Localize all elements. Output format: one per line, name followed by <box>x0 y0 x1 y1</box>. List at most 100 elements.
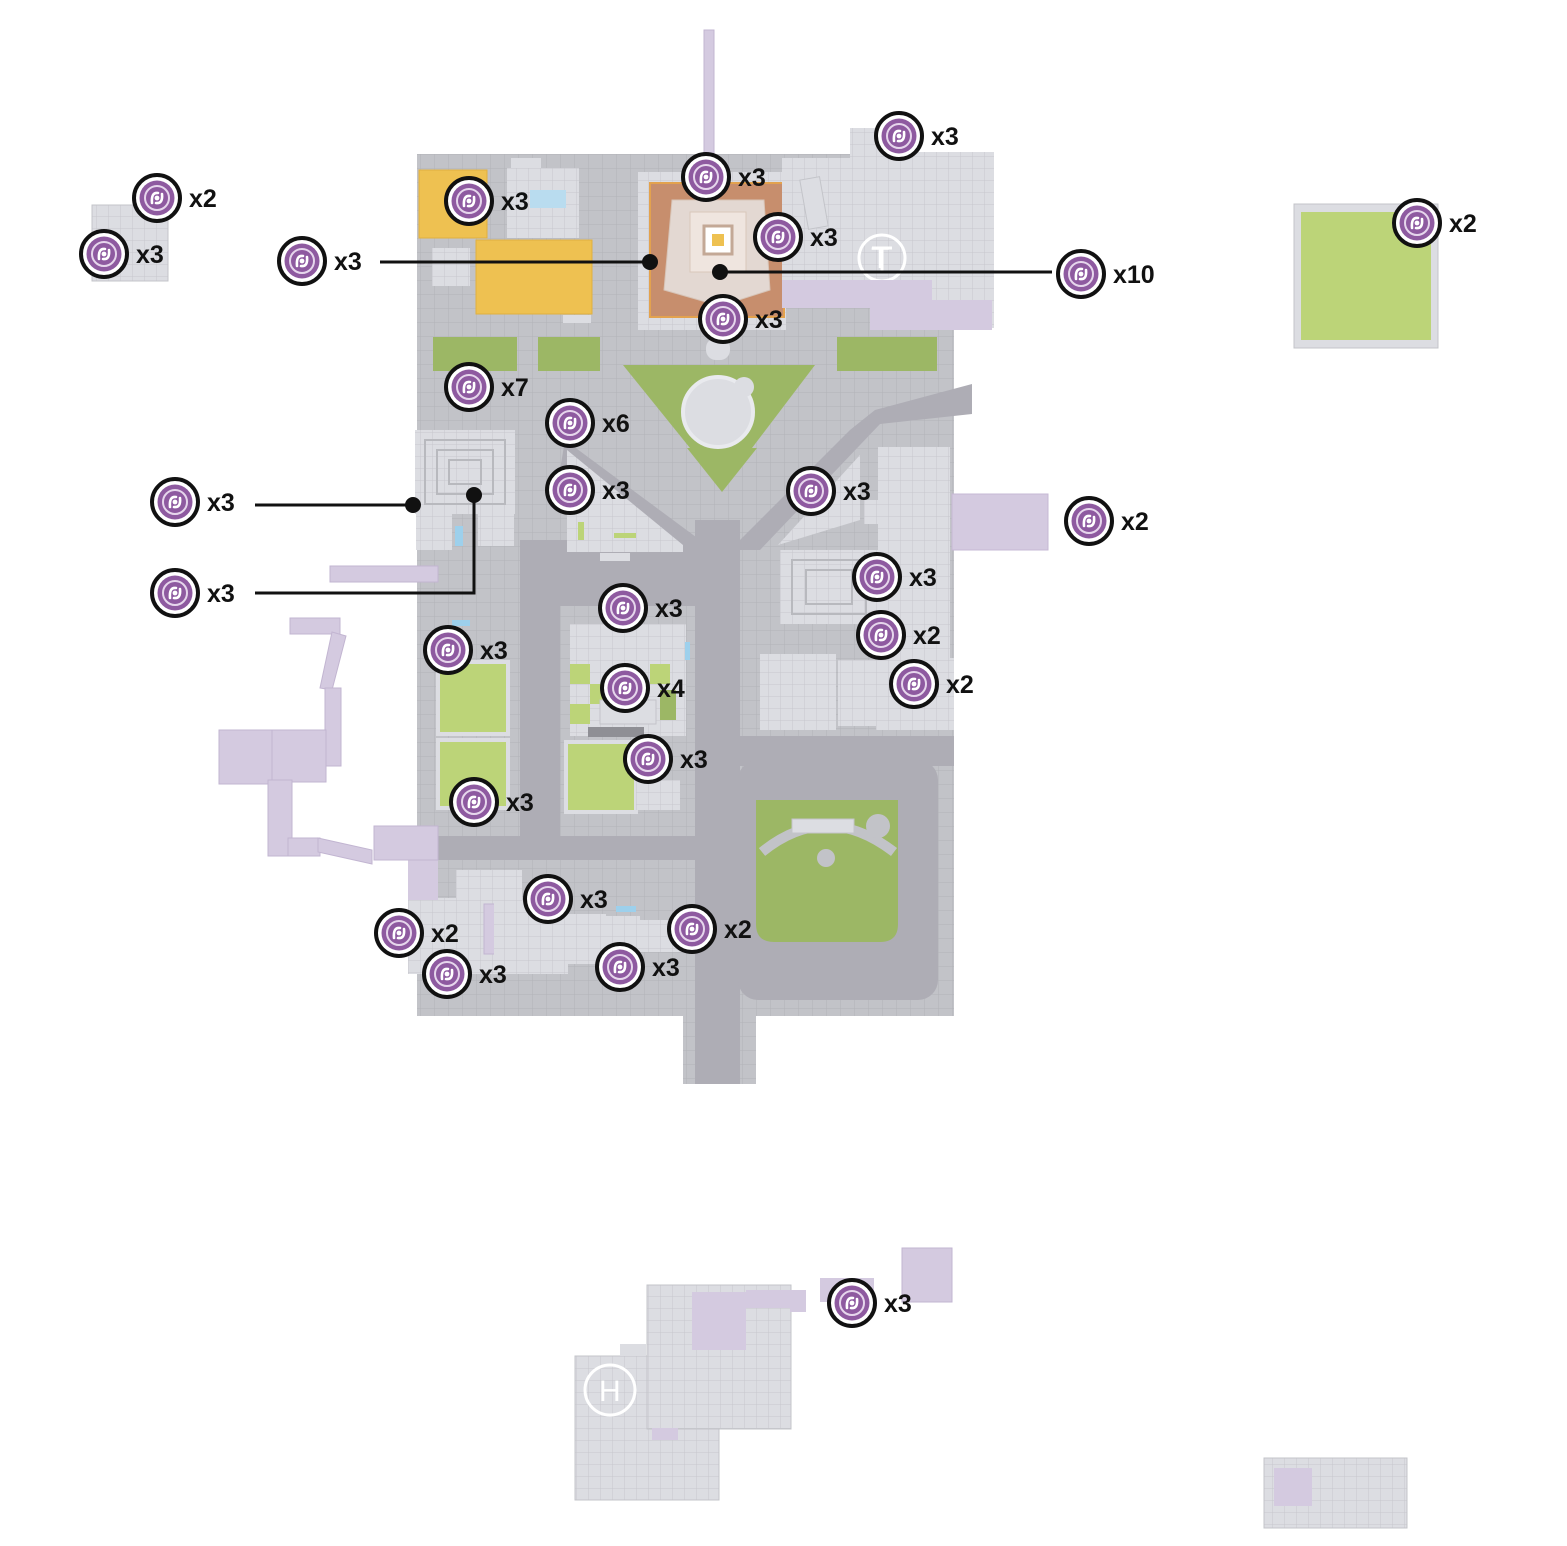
collectible-token-icon <box>716 312 730 326</box>
east-annex <box>951 493 1049 551</box>
marker-count-label: x3 <box>580 886 608 914</box>
collectible-marker[interactable]: x3 <box>698 294 783 344</box>
marker-count-label: x3 <box>843 478 871 506</box>
marker-count-label: x2 <box>913 622 941 650</box>
marker-count-label: x2 <box>1449 210 1477 238</box>
collectible-marker[interactable]: x3 <box>422 949 507 999</box>
collectible-marker[interactable]: x2 <box>667 904 752 954</box>
collectible-marker[interactable]: x3 <box>753 212 838 262</box>
marker-count-label: x2 <box>946 671 974 699</box>
collectible-marker[interactable]: x3 <box>523 874 608 924</box>
collectible-token-icon <box>874 628 888 642</box>
ne-buildings <box>782 128 994 330</box>
collectible-token-icon <box>845 1296 859 1310</box>
collectible-marker[interactable]: x2 <box>889 659 974 709</box>
marker-count-label: x3 <box>652 954 680 982</box>
marker-count-label: x3 <box>755 306 783 334</box>
collectible-token-icon <box>563 416 577 430</box>
collectible-token-icon <box>541 892 555 906</box>
collectible-token-icon <box>462 380 476 394</box>
collectible-marker[interactable]: x3 <box>150 568 235 618</box>
west-annex <box>218 565 439 865</box>
collectible-marker[interactable]: x3 <box>545 465 630 515</box>
marker-count-label: x3 <box>738 164 766 192</box>
collectible-token-icon <box>1082 514 1096 528</box>
marker-count-label: x3 <box>931 123 959 151</box>
collectible-marker[interactable]: x3 <box>681 152 766 202</box>
marker-count-label: x3 <box>810 224 838 252</box>
collectible-marker[interactable]: x10 <box>1056 249 1155 299</box>
marker-count-label: x3 <box>884 1290 912 1318</box>
se-park <box>756 800 898 942</box>
collectible-token-icon <box>685 922 699 936</box>
collectible-marker[interactable]: x3 <box>623 734 708 784</box>
collectible-marker[interactable]: x2 <box>1064 496 1149 546</box>
marker-count-label: x3 <box>136 241 164 269</box>
collectible-token-icon <box>618 681 632 695</box>
marker-count-label: x10 <box>1113 261 1155 289</box>
collectible-token-icon <box>168 495 182 509</box>
collectible-markers: x2 x3 x3 x3 x3 x3 x3 x10 x3 x3 x2 x7 x6 x3 x3 x3 x3 x2 x3 x… <box>79 111 1477 1328</box>
collectible-marker[interactable]: x3 <box>423 625 508 675</box>
collectible-marker[interactable]: x6 <box>545 398 630 448</box>
collectible-marker[interactable]: x3 <box>786 466 871 516</box>
collectible-token-icon <box>1410 216 1424 230</box>
east-buildings <box>760 447 954 730</box>
marker-count-label: x2 <box>724 916 752 944</box>
collectible-token-icon <box>392 926 406 940</box>
central-plaza <box>623 338 815 492</box>
collectible-token-icon <box>616 601 630 615</box>
collectible-token-icon <box>295 254 309 268</box>
collectible-marker[interactable]: x3 <box>852 552 937 602</box>
collectible-token-icon <box>870 570 884 584</box>
collectible-marker[interactable]: x2 <box>856 610 941 660</box>
collectible-token-icon <box>907 677 921 691</box>
marker-count-label: x4 <box>657 675 685 703</box>
marker-count-label: x3 <box>909 564 937 592</box>
collectible-marker[interactable]: x3 <box>449 777 534 827</box>
collectible-token-icon <box>641 752 655 766</box>
collectible-token-icon <box>440 967 454 981</box>
leader-lines <box>255 260 1052 595</box>
collectible-marker[interactable]: x3 <box>444 176 529 226</box>
collectible-marker[interactable]: x3 <box>874 111 959 161</box>
collectible-marker[interactable]: x3 <box>827 1278 912 1328</box>
collectible-token-icon <box>467 795 481 809</box>
marker-count-label: x3 <box>655 595 683 623</box>
marker-count-label: x6 <box>602 410 630 438</box>
collectible-token-icon <box>771 230 785 244</box>
collectible-token-icon <box>168 586 182 600</box>
collectible-token-icon <box>699 170 713 184</box>
collectible-token-icon <box>804 484 818 498</box>
collectible-marker[interactable]: x3 <box>79 229 164 279</box>
collectible-marker[interactable]: x2 <box>1392 198 1477 248</box>
collectible-token-icon <box>462 194 476 208</box>
collectible-marker[interactable]: x3 <box>595 942 680 992</box>
marker-count-label: x2 <box>1121 508 1149 536</box>
collectible-marker[interactable]: x3 <box>598 583 683 633</box>
collectible-token-icon <box>1074 267 1088 281</box>
collectible-token-icon <box>441 643 455 657</box>
collectible-token-icon <box>150 191 164 205</box>
collectible-marker[interactable]: x3 <box>150 477 235 527</box>
central-maze <box>570 624 690 737</box>
main-compound <box>408 29 1049 1084</box>
marker-count-label: x3 <box>680 746 708 774</box>
marker-count-label: x3 <box>479 961 507 989</box>
marker-count-label: x3 <box>207 489 235 517</box>
collectible-token-icon <box>97 247 111 261</box>
marker-count-label: x3 <box>506 789 534 817</box>
collectible-marker[interactable]: x2 <box>374 908 459 958</box>
collectible-marker[interactable]: x4 <box>600 663 685 713</box>
leader-dots <box>405 254 728 513</box>
collectible-marker[interactable]: x3 <box>277 236 362 286</box>
west-pyramid <box>415 430 515 550</box>
marker-count-label: x2 <box>189 185 217 213</box>
west-triangle-court <box>567 450 683 552</box>
marker-count-label: x7 <box>501 374 529 402</box>
collectible-marker[interactable]: x7 <box>444 362 529 412</box>
collectible-marker[interactable]: x2 <box>132 173 217 223</box>
marker-count-label: x3 <box>207 580 235 608</box>
marker-count-label: x3 <box>602 477 630 505</box>
